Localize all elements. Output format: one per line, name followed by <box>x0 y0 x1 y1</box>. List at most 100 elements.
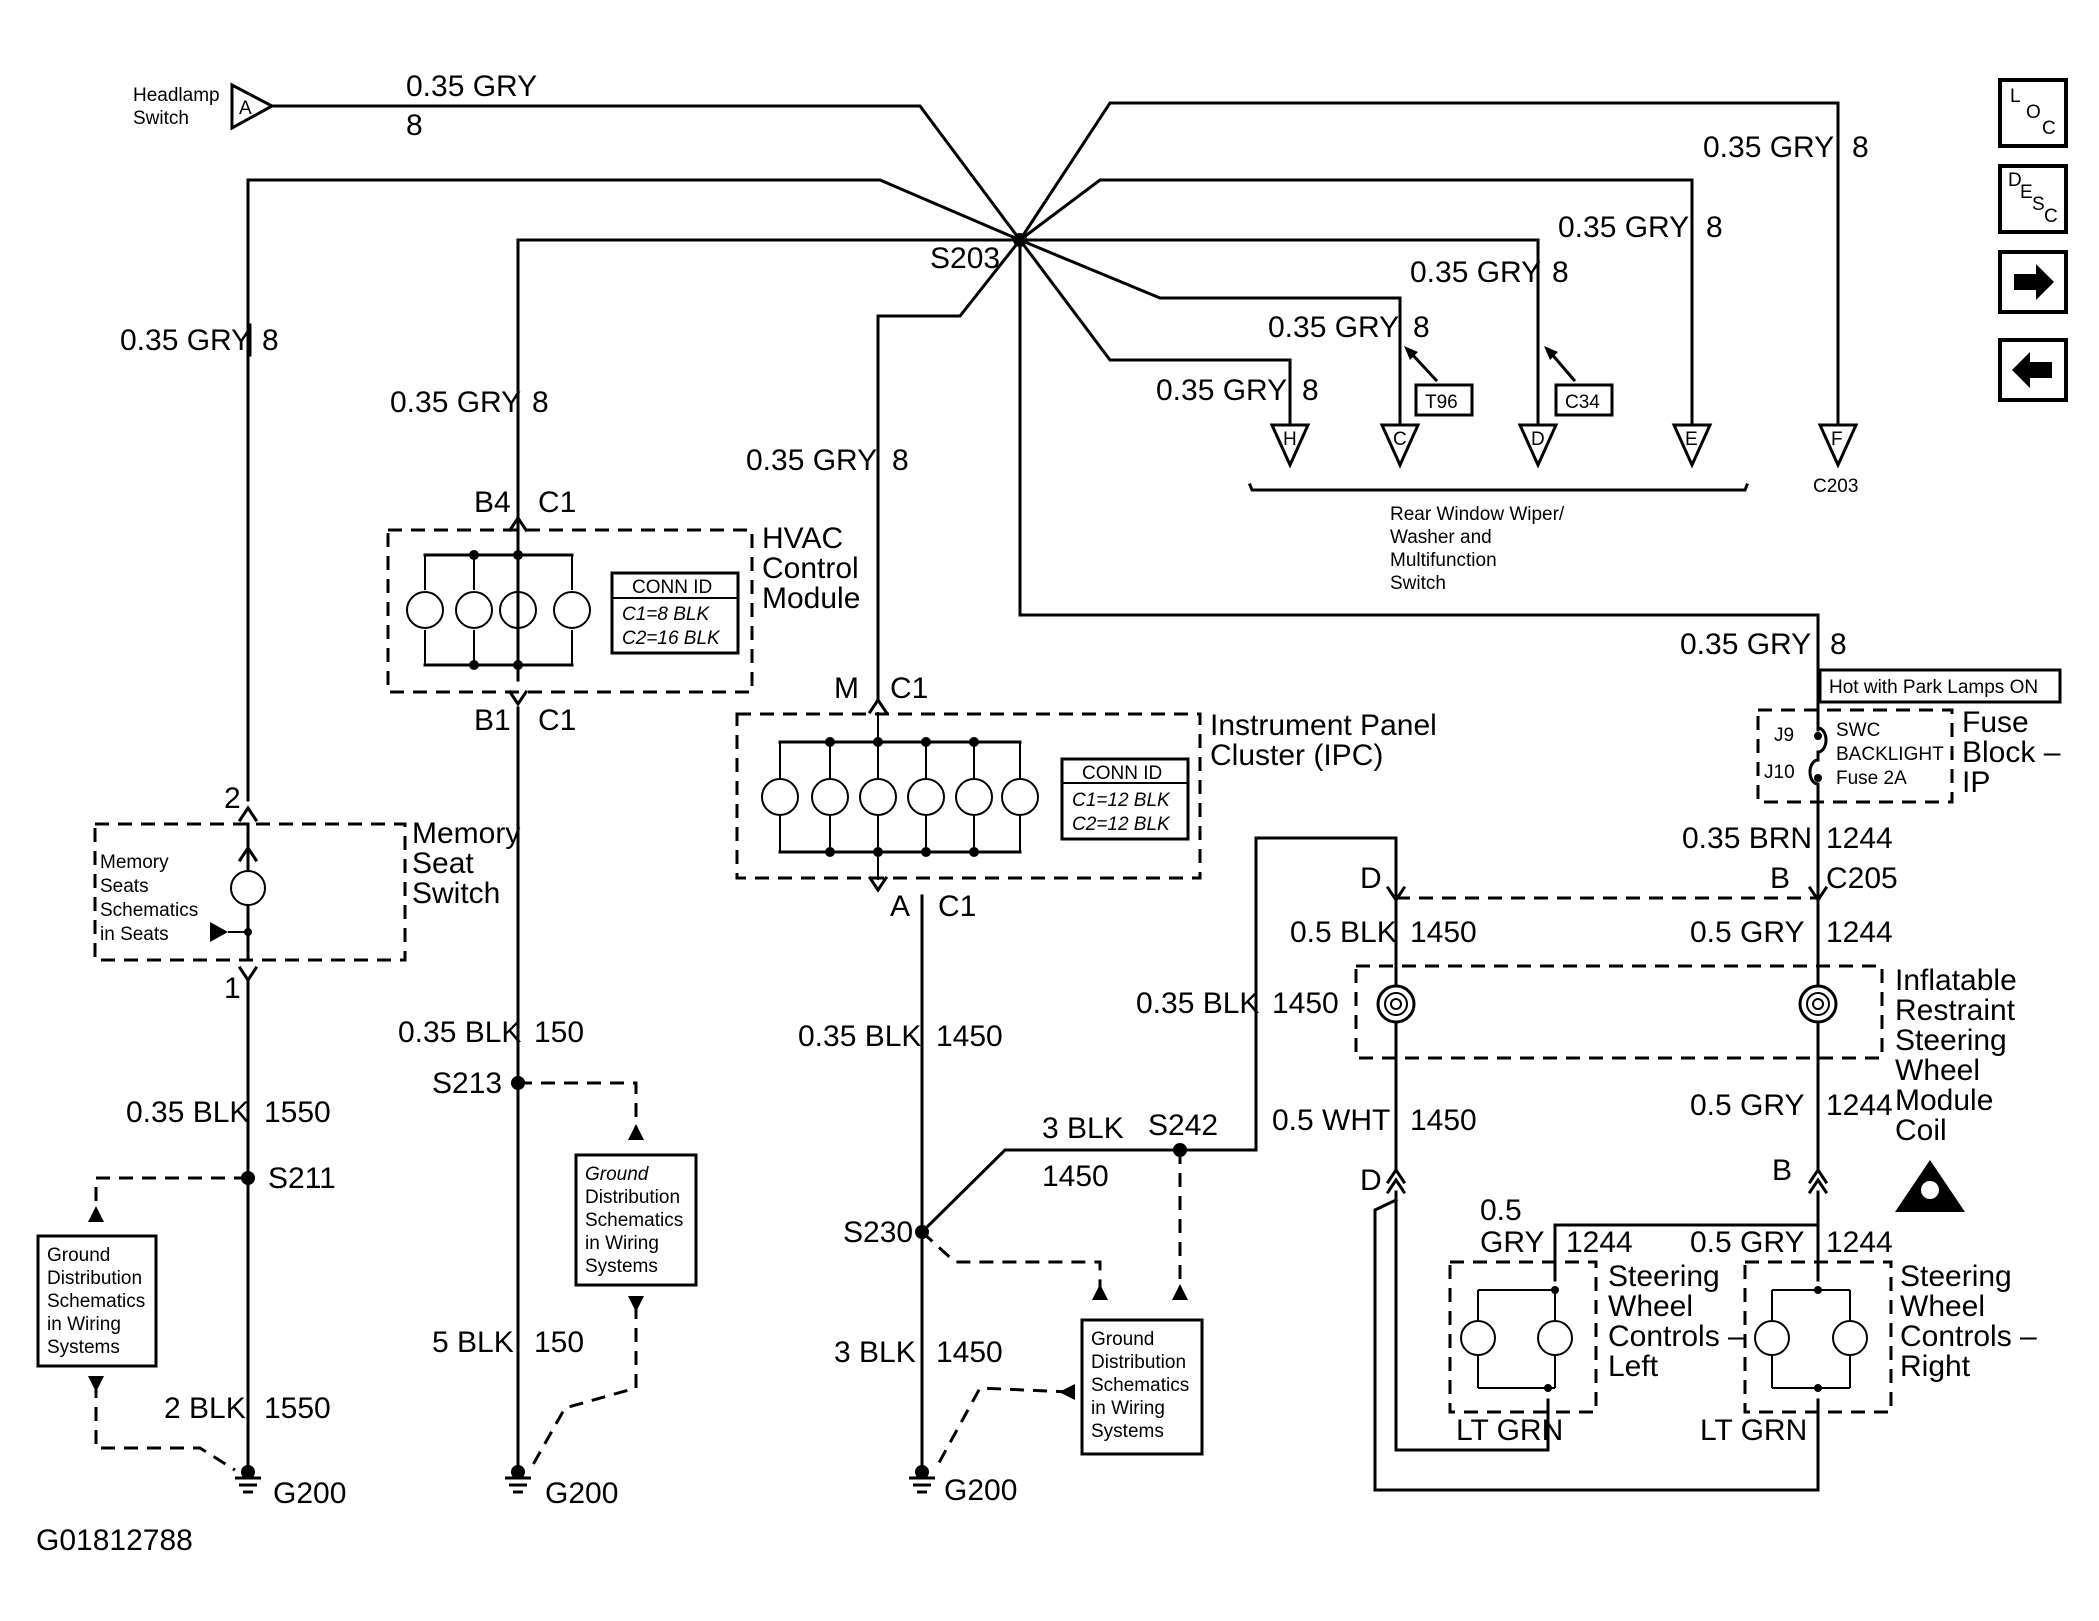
headlamp-circuit: 8 <box>406 109 423 142</box>
hot-note: Hot with Park Lamps ON <box>1829 677 2038 698</box>
ground-g200-ipc-label: G200 <box>944 1474 1017 1507</box>
swc-right-name-4: Right <box>1900 1350 1971 1383</box>
fuse-block-name-2: Block – <box>1962 736 2061 769</box>
svg-text:L: L <box>2010 86 2021 107</box>
c205-conn: C205 <box>1826 862 1898 895</box>
coil-wht-wire: 0.5 WHT <box>1272 1104 1390 1137</box>
wire-headlamp-to-s203 <box>270 104 1023 243</box>
ipc-in-wire: 0.35 GRY <box>746 444 877 477</box>
headlamp-wire: 0.35 GRY <box>406 70 537 103</box>
pin-e-wire: 0.35 GRY <box>1558 211 1689 244</box>
hvac-top-conn: C1 <box>538 486 576 519</box>
hvac-bot-conn: C1 <box>538 704 576 737</box>
desc-button[interactable]: D E S C <box>1998 164 2068 234</box>
headlamp-label-2: Switch <box>133 108 189 129</box>
ipc-name: Instrument Panel <box>1210 709 1437 742</box>
hvac-module: B4 C1 CONN ID C1=8 BLK C2=16 BLK HVAC Co… <box>386 486 860 737</box>
memory-name: Memory <box>412 817 520 850</box>
coil-gry2-circuit: 1244 <box>1826 1089 1893 1122</box>
hvac-name: HVAC <box>762 522 843 555</box>
wire-s203-hvac <box>516 238 1022 517</box>
svg-text:C: C <box>2042 118 2056 139</box>
coil-right-circuit: 1244 <box>1826 916 1893 949</box>
headlamp-switch: A Headlamp Switch <box>133 82 276 131</box>
ground-g200-mid <box>505 1465 531 1494</box>
fuse-in-circuit: 8 <box>1830 628 1847 661</box>
pin-c-circuit: 8 <box>1413 311 1430 344</box>
ipc-ground-wire-1: 0.35 BLK <box>798 1020 921 1053</box>
ref-c34: C34 <box>1565 392 1600 413</box>
coil-gry2-wire: 0.5 GRY <box>1690 1089 1805 1122</box>
hvac-bot-pin: B1 <box>474 704 511 737</box>
coil-ext-circuit: 1450 <box>1272 987 1339 1020</box>
fuse-out-circuit: 1244 <box>1826 822 1893 855</box>
swc-left-name-3: Controls – <box>1608 1320 1745 1353</box>
ipc-bot-conn: C1 <box>938 890 976 923</box>
svg-text:Ground: Ground <box>47 1245 110 1266</box>
swc-left: Steering Wheel Controls – Left <box>1448 1260 1745 1414</box>
memory-seat-switch: 2 Memory Seats Schematics in Seats Memor… <box>93 782 520 1005</box>
hvac-ground-circuit-2: 150 <box>534 1326 584 1359</box>
fuse-in-wire: 0.35 GRY <box>1680 628 1811 661</box>
memory-ground-wire-1: 0.35 BLK <box>126 1096 249 1129</box>
swc-right-name-2: Wheel <box>1900 1290 1985 1323</box>
splice-s242-label: S242 <box>1148 1109 1218 1142</box>
coil-name-3: Steering <box>1895 1024 2007 1057</box>
svg-text:in Wiring: in Wiring <box>585 1233 659 1254</box>
wire-pin-c <box>1018 238 1402 427</box>
svg-text:Distribution: Distribution <box>1091 1352 1186 1373</box>
fuse-block-name-3: IP <box>1962 766 1990 799</box>
ipc-conn-title: CONN ID <box>1082 763 1162 784</box>
rear-wiper-switch: H C D E Rear Window Wiper/ Washer and Mu… <box>1248 346 1749 594</box>
hvac-top-pin: B4 <box>474 486 511 519</box>
coil-left-wire: 0.5 BLK <box>1290 916 1397 949</box>
svg-text:Schematics: Schematics <box>1091 1375 1189 1396</box>
hvac-in-circuit: 8 <box>532 386 549 419</box>
coil-pin-b: B <box>1772 1154 1792 1187</box>
wire-s203-fuse <box>1018 238 1820 732</box>
ref-t96: T96 <box>1425 392 1458 413</box>
c205-pin-d: D <box>1360 862 1382 895</box>
wire-pin-e <box>1017 178 1694 427</box>
prev-arrow-button[interactable] <box>1998 338 2068 402</box>
hvac-in-wire: 0.35 GRY <box>390 386 521 419</box>
loc-button[interactable]: L O C <box>1998 78 2068 148</box>
svg-text:Systems: Systems <box>47 1337 120 1358</box>
memory-name-3: Switch <box>412 877 500 910</box>
figure-id: G01812788 <box>36 1524 193 1557</box>
svg-text:Systems: Systems <box>1091 1421 1164 1442</box>
ipc-in-circuit: 8 <box>892 444 909 477</box>
hvac-conn-2: C2=16 BLK <box>622 628 721 649</box>
fuse-block: J9 J10 SWC BACKLIGHT Fuse 2A Fuse Block … <box>1756 698 2061 832</box>
splice-s213-label: S213 <box>432 1067 502 1100</box>
fuse-block-name: Fuse <box>1962 706 2029 739</box>
rear-wiper-label: Rear Window Wiper/ <box>1390 504 1565 525</box>
hvac-conn-1: C1=8 BLK <box>622 604 710 625</box>
swc-left-name: Steering <box>1608 1260 1720 1293</box>
pin-h-circuit: 8 <box>1302 374 1319 407</box>
next-arrow-button[interactable] <box>1998 250 2068 314</box>
airbag-coil: Inflatable Restraint Steering Wheel Modu… <box>1354 964 2017 1147</box>
wire-pin-h <box>1017 237 1292 427</box>
pin-f-circuit: 8 <box>1852 131 1869 164</box>
swc-left-wire: 0.5 <box>1480 1194 1522 1227</box>
memory-note-3: Schematics <box>100 900 198 921</box>
coil-name-4: Wheel <box>1895 1054 1980 1087</box>
svg-text:in Wiring: in Wiring <box>1091 1398 1165 1419</box>
ipc-name-2: Cluster (IPC) <box>1210 739 1383 772</box>
ipc-ground-circuit-2: 1450 <box>936 1336 1003 1369</box>
svg-text:Distribution: Distribution <box>585 1187 680 1208</box>
pin-c: C <box>1393 429 1407 450</box>
splice-s230-label: S230 <box>843 1216 913 1249</box>
memory-ground-circuit-1: 1550 <box>264 1096 331 1129</box>
left-circuit: 8 <box>262 324 279 357</box>
coil-pin-d: D <box>1360 1164 1382 1197</box>
wire-s230-s242 <box>919 836 1398 1235</box>
fuse-name: SWC <box>1836 720 1880 741</box>
coil-right-wire: 0.5 GRY <box>1690 916 1805 949</box>
swc-right-name: Steering <box>1900 1260 2012 1293</box>
swc-right-wire: 0.5 GRY <box>1690 1226 1805 1259</box>
splice-s211-label: S211 <box>268 1162 336 1195</box>
wire-pin-f <box>1017 101 1840 427</box>
